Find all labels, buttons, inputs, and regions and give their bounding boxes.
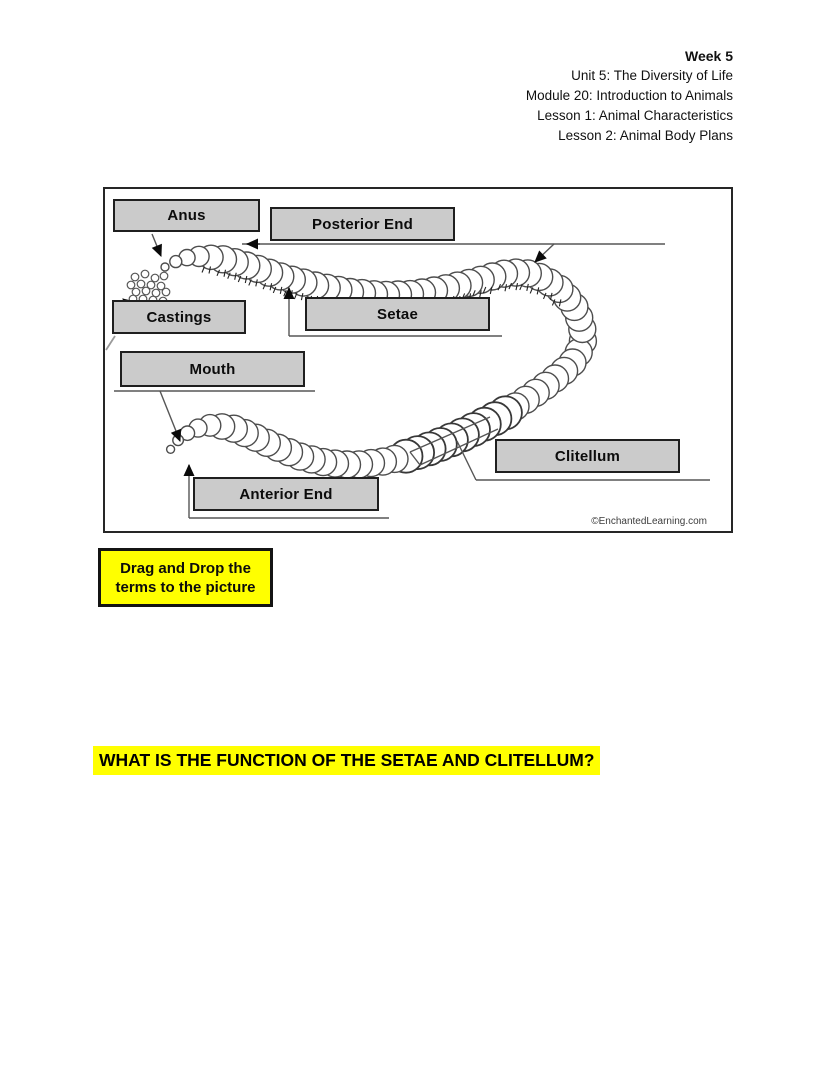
anus-pointer <box>151 233 162 258</box>
term-box-anus[interactable]: Anus <box>113 199 260 232</box>
term-box-anterior-end[interactable]: Anterior End <box>193 477 379 511</box>
diagram-credit: ©EnchantedLearning.com <box>591 516 707 527</box>
header-line-unit: Unit 5: The Diversity of Life <box>571 68 733 83</box>
clitellum-bracket-inner <box>419 428 499 466</box>
header-line-lesson2: Lesson 2: Animal Body Plans <box>558 128 733 143</box>
header-line-lesson1: Lesson 1: Animal Characteristics <box>537 108 733 123</box>
drag-drop-instruction: Drag and Drop the terms to the picture <box>98 548 273 607</box>
clitellum-leader <box>456 440 477 481</box>
instruction-line-1: Drag and Drop the <box>120 559 251 577</box>
clitellum-bracket-outer <box>409 416 491 453</box>
header-line-week: Week 5 <box>685 48 733 64</box>
term-box-castings[interactable]: Castings <box>112 300 246 334</box>
instruction-line-2: terms to the picture <box>115 578 256 596</box>
castings-leader-line <box>105 335 116 351</box>
question-text: WHAT IS THE FUNCTION OF THE SETAE AND CL… <box>93 746 601 775</box>
posterior-end-pointer <box>534 243 555 263</box>
document-header: Week 5 Unit 5: The Diversity of Life Mod… <box>526 46 733 146</box>
earthworm-diagram: Anus Posterior End Castings Setae Mouth … <box>103 187 733 533</box>
mouth-pointer <box>159 390 182 443</box>
clitellum-bracket-end <box>409 451 421 466</box>
header-line-module: Module 20: Introduction to Animals <box>525 88 733 103</box>
term-box-mouth[interactable]: Mouth <box>120 351 305 387</box>
term-box-setae[interactable]: Setae <box>305 297 490 331</box>
pointer-lines <box>105 233 710 519</box>
term-box-clitellum[interactable]: Clitellum <box>495 439 680 473</box>
term-box-posterior-end[interactable]: Posterior End <box>270 207 455 241</box>
